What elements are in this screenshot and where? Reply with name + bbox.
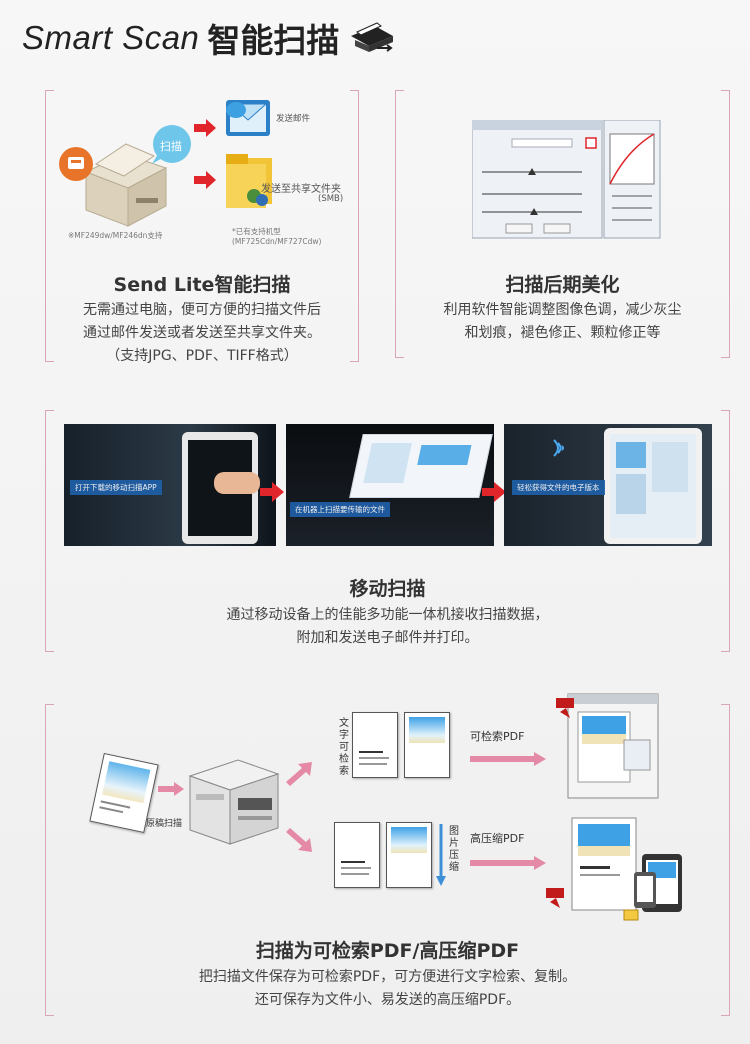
post-scan-panel: 扫描后期美化 利用软件智能调整图像色调，减少灰尘 和划痕，褪色修正、颗粒修正等 xyxy=(395,90,730,358)
arrow-right-icon xyxy=(470,752,546,766)
tablet-illustration xyxy=(604,428,702,544)
mobile-step-1-label: 打开下载的移动扫描APP xyxy=(70,480,162,495)
mobile-desc-1: 通过移动设备上的佳能多功能一体机接收扫描数据， xyxy=(226,607,549,623)
model-note-right-1: *已有支持机型 xyxy=(232,227,281,236)
page-header: Smart Scan 智能扫描 xyxy=(22,14,397,62)
pdf-desc-2: 还可保存为文件小、易发送的高压缩PDF。 xyxy=(254,992,521,1008)
share-label: 发送至共享文件夹 xyxy=(261,184,341,195)
mobile-step-3-photo: 轻松获得文件的电子版本 xyxy=(504,424,712,546)
devices-illustration xyxy=(546,817,682,921)
send-lite-title: Send Lite智能扫描 xyxy=(113,274,291,296)
text-document-page xyxy=(334,822,380,888)
arrow-right-icon xyxy=(158,782,184,796)
scan-bubble xyxy=(153,125,191,163)
printer-illustration xyxy=(84,143,168,227)
searchable-pdf-label: 可检索PDF xyxy=(470,730,525,743)
send-lite-desc-2: 通过邮件发送或者发送至共享文件夹。 xyxy=(83,325,321,341)
pdf-viewer-illustration xyxy=(556,693,659,799)
photo-document-page xyxy=(404,712,450,778)
mobile-step-2-photo: 在机器上扫描要传输的文件 xyxy=(286,424,494,546)
send-lite-illustration xyxy=(59,100,272,227)
scanner-icon xyxy=(351,22,394,52)
hand-illustration xyxy=(214,472,260,494)
mobile-step-1-photo: 打开下载的移动扫描APP xyxy=(64,424,276,546)
arrow-right-icon xyxy=(482,482,506,502)
mobile-step-2-label: 在机器上扫描要传输的文件 xyxy=(290,502,390,517)
post-scan-desc-2: 和划痕，褪色修正、颗粒修正等 xyxy=(464,325,661,341)
image-adjust-dialog xyxy=(472,120,661,239)
text-document-page xyxy=(352,712,398,778)
share-sub-label: (SMB) xyxy=(318,194,344,204)
title-en: Smart Scan xyxy=(22,19,200,56)
ocr-vertical-label: 文字可检索 xyxy=(339,718,349,777)
arrow-up-right-icon xyxy=(286,762,312,786)
mobile-step-3-label: 轻松获得文件的电子版本 xyxy=(512,480,605,495)
send-lite-desc-3: （支持JPG、PDF、TIFF格式） xyxy=(106,348,298,364)
mfp-printer-illustration xyxy=(188,759,280,845)
mobile-desc-2: 附加和发送电子邮件并打印。 xyxy=(296,630,479,646)
send-lite-panel: 扫描 发送邮件 发送至共享文件夹 (SMB) ※MF249dw/MF246dn支… xyxy=(45,90,359,364)
arrow-down-icon xyxy=(436,824,446,886)
email-label: 发送邮件 xyxy=(276,114,311,124)
photo-document-page xyxy=(386,822,432,888)
wifi-icon xyxy=(553,439,564,457)
mobile-title: 移动扫描 xyxy=(349,578,426,600)
title-zh: 智能扫描 xyxy=(207,21,340,60)
compressed-pdf-label: 高压缩PDF xyxy=(470,832,525,845)
arrow-right-icon xyxy=(260,482,284,502)
shared-folder-icon xyxy=(226,154,272,208)
send-lite-desc-1: 无需通过电脑，便可方便的扫描文件后 xyxy=(83,302,321,318)
scanned-document-illustration xyxy=(349,434,493,498)
compress-vertical-label: 图片压缩 xyxy=(449,826,459,873)
original-scan-label: 原稿扫描 xyxy=(146,819,183,829)
scan-bubble-label: 扫描 xyxy=(160,140,182,153)
post-scan-desc-1: 利用软件智能调整图像色调，减少灰尘 xyxy=(443,302,682,318)
email-icon xyxy=(226,100,270,136)
model-note-right-2: (MF725Cdn/MF727Cdw) xyxy=(232,237,322,246)
post-scan-title: 扫描后期美化 xyxy=(505,274,620,296)
mobile-scan-panel: 打开下载的移动扫描APP 在机器上扫描要传输的文件 轻松获得文件的电子版本 移动… xyxy=(45,410,730,652)
pdf-title: 扫描为可检索PDF/高压缩PDF xyxy=(255,940,520,962)
arrow-down-right-icon xyxy=(286,828,312,852)
model-note-left: ※MF249dw/MF246dn支持 xyxy=(68,231,163,240)
arrow-right-icon xyxy=(470,856,546,870)
pdf-desc-1: 把扫描文件保存为可检索PDF，可方便进行文字检索、复制。 xyxy=(198,969,577,985)
pdf-panel: 原稿扫描 文字可检索 可检索PDF xyxy=(45,693,730,1016)
